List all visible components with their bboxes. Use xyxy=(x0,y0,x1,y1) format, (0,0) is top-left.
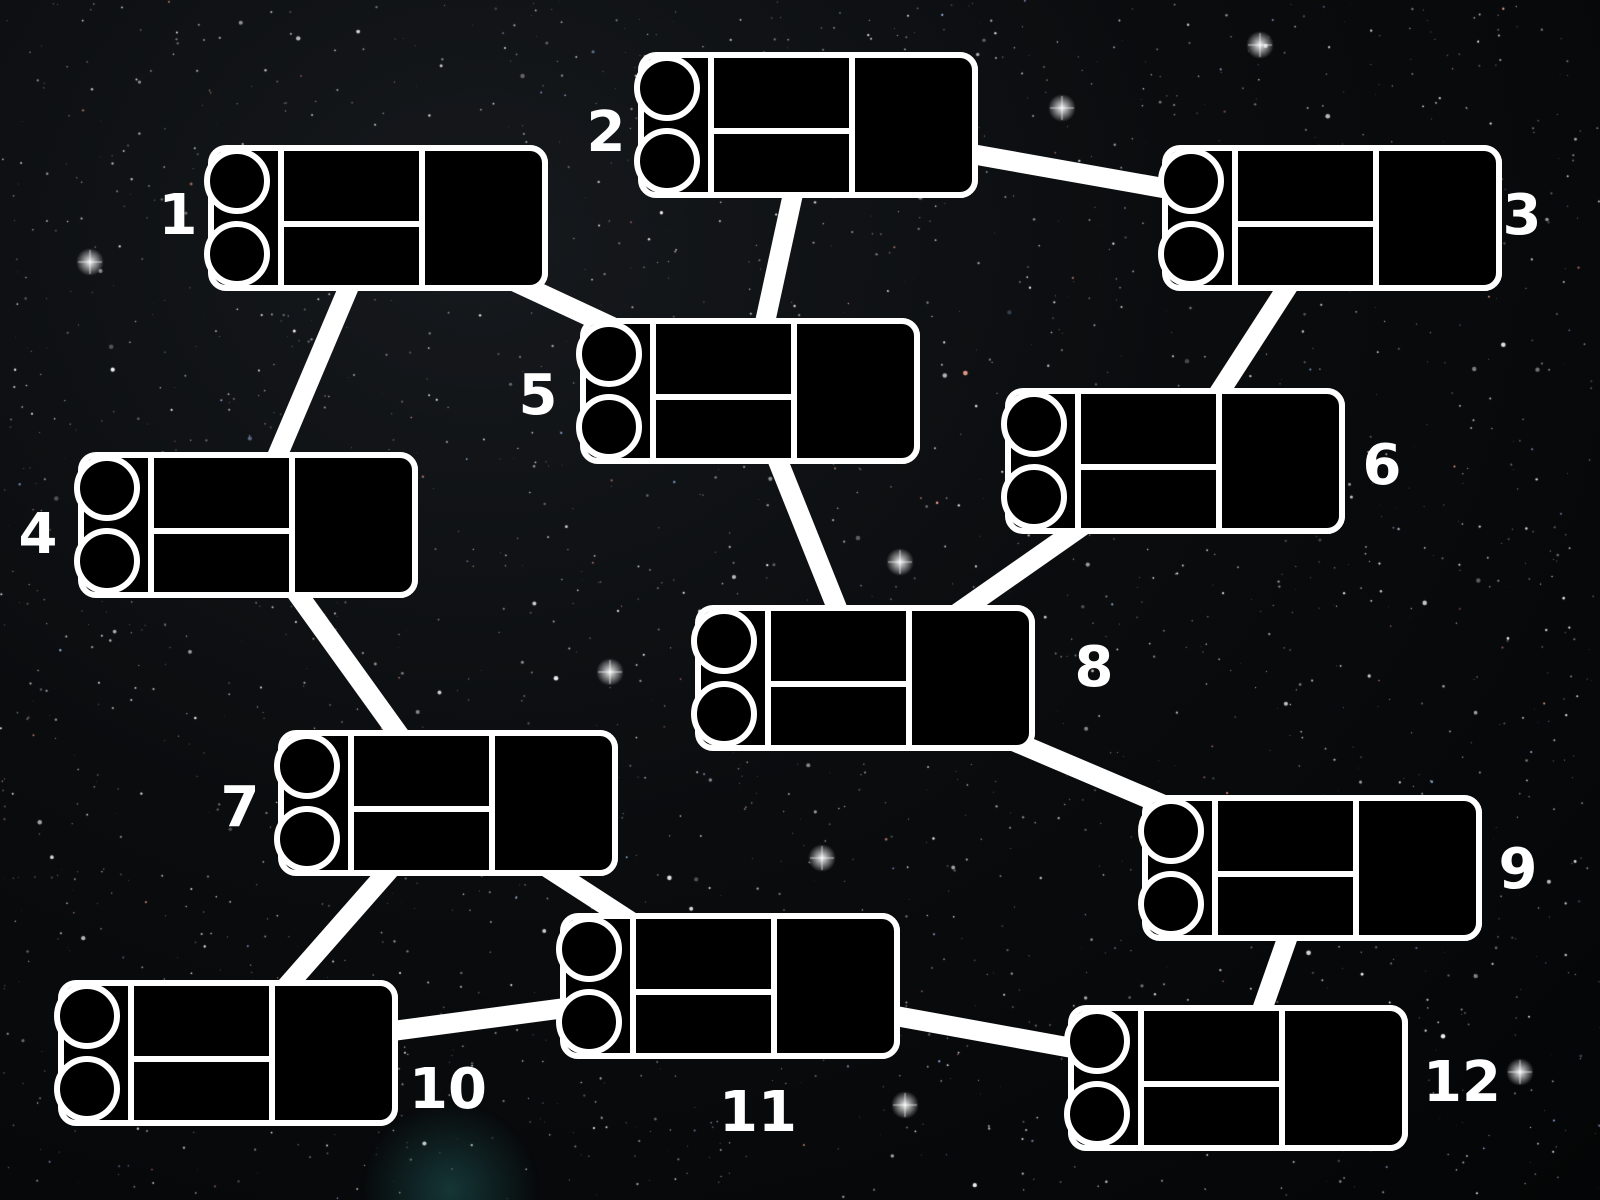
node-10-bottom-left-cell xyxy=(128,1056,275,1126)
node-9-bottom-left-cell xyxy=(1212,871,1359,941)
node-9-number: 9 xyxy=(1498,837,1538,902)
node-7-top-left-cell xyxy=(348,730,495,812)
node-1-right-cell xyxy=(419,145,548,291)
node-10-top-circle xyxy=(54,983,120,1049)
node-8-bottom-left-cell xyxy=(765,681,912,751)
node-2-number: 2 xyxy=(586,100,626,165)
node-8-top-left-cell xyxy=(765,605,912,687)
node-10-bottom-circle xyxy=(54,1056,120,1122)
node-9-top-circle xyxy=(1138,798,1204,864)
node-7-bottom-left-cell xyxy=(348,806,495,876)
node-5-bottom-circle xyxy=(576,394,642,460)
node-10-right-cell xyxy=(269,980,398,1126)
node-3-top-left-cell xyxy=(1232,145,1379,227)
node-5-top-left-cell xyxy=(650,318,797,400)
node-4-number: 4 xyxy=(18,502,58,567)
node-11-top-circle xyxy=(556,916,622,982)
node-1-number: 1 xyxy=(158,183,198,248)
node-7-right-cell xyxy=(489,730,618,876)
node-11-top-left-cell xyxy=(630,913,777,995)
node-12-number: 12 xyxy=(1423,1050,1501,1115)
node-10[interactable] xyxy=(54,980,398,1126)
node-12[interactable] xyxy=(1064,1005,1408,1151)
node-3[interactable] xyxy=(1158,145,1502,291)
node-4-right-cell xyxy=(289,452,418,598)
node-2-top-left-cell xyxy=(708,52,855,134)
node-8-top-circle xyxy=(691,608,757,674)
node-8-right-cell xyxy=(906,605,1035,751)
node-6-bottom-circle xyxy=(1001,464,1067,530)
node-4-bottom-left-cell xyxy=(148,528,295,598)
node-12-top-left-cell xyxy=(1138,1005,1285,1087)
node-1-top-left-cell xyxy=(278,145,425,227)
node-9-bottom-circle xyxy=(1138,871,1204,937)
node-9[interactable] xyxy=(1138,795,1482,941)
node-8-bottom-circle xyxy=(691,681,757,747)
node-11-right-cell xyxy=(771,913,900,1059)
node-5-number: 5 xyxy=(518,363,558,428)
node-2-bottom-circle xyxy=(634,128,700,194)
node-6-top-left-cell xyxy=(1075,388,1222,470)
node-1-bottom-left-cell xyxy=(278,221,425,291)
node-5-right-cell xyxy=(791,318,920,464)
node-5[interactable] xyxy=(576,318,920,464)
node-11-number: 11 xyxy=(719,1080,797,1145)
node-11[interactable] xyxy=(556,913,900,1059)
node-3-number: 3 xyxy=(1502,183,1542,248)
node-3-top-circle xyxy=(1158,148,1224,214)
node-9-top-left-cell xyxy=(1212,795,1359,877)
node-11-bottom-circle xyxy=(556,989,622,1055)
node-12-right-cell xyxy=(1279,1005,1408,1151)
node-7-number: 7 xyxy=(220,775,260,840)
node-1-bottom-circle xyxy=(204,221,270,287)
node-4-top-circle xyxy=(74,455,140,521)
node-3-bottom-circle xyxy=(1158,221,1224,287)
node-4-bottom-circle xyxy=(74,528,140,594)
node-2-top-circle xyxy=(634,55,700,121)
node-2-right-cell xyxy=(849,52,978,198)
node-12-bottom-circle xyxy=(1064,1081,1130,1147)
node-6-bottom-left-cell xyxy=(1075,464,1222,534)
node-2[interactable] xyxy=(634,52,978,198)
node-9-right-cell xyxy=(1353,795,1482,941)
node-5-bottom-left-cell xyxy=(650,394,797,464)
node-12-bottom-left-cell xyxy=(1138,1081,1285,1151)
node-8[interactable] xyxy=(691,605,1035,751)
node-2-bottom-left-cell xyxy=(708,128,855,198)
node-4-top-left-cell xyxy=(148,452,295,534)
node-7-bottom-circle xyxy=(274,806,340,872)
node-1[interactable] xyxy=(204,145,548,291)
node-1-top-circle xyxy=(204,148,270,214)
node-4[interactable] xyxy=(74,452,418,598)
node-5-top-circle xyxy=(576,321,642,387)
node-7-top-circle xyxy=(274,733,340,799)
node-7[interactable] xyxy=(274,730,618,876)
node-3-bottom-left-cell xyxy=(1232,221,1379,291)
node-10-number: 10 xyxy=(409,1057,487,1122)
node-11-bottom-left-cell xyxy=(630,989,777,1059)
node-10-top-left-cell xyxy=(128,980,275,1062)
node-6-top-circle xyxy=(1001,391,1067,457)
node-6-number: 6 xyxy=(1362,433,1402,498)
node-8-number: 8 xyxy=(1074,635,1114,700)
node-3-right-cell xyxy=(1373,145,1502,291)
node-12-top-circle xyxy=(1064,1008,1130,1074)
node-6-right-cell xyxy=(1216,388,1345,534)
node-6[interactable] xyxy=(1001,388,1345,534)
